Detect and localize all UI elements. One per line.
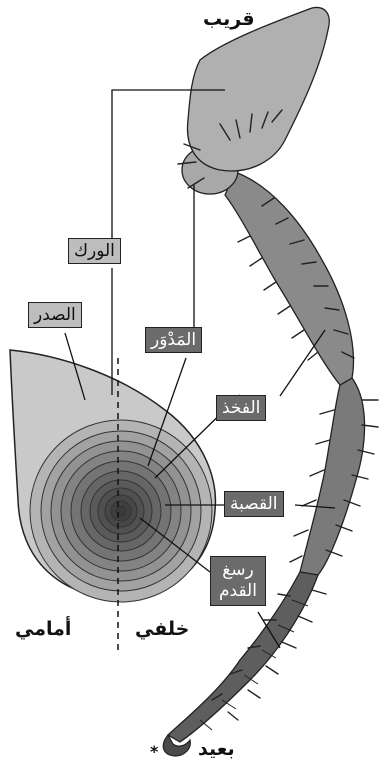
- tarsus-label: رسغ القدم: [210, 556, 266, 606]
- anterior-label: أمامي: [15, 618, 71, 640]
- femur-label: الفخذ: [216, 395, 266, 421]
- tarsus-label-line2: القدم: [219, 581, 257, 602]
- thorax-label: الصدر: [28, 302, 82, 328]
- femur-shape: [225, 172, 353, 385]
- concentric-rings: [30, 420, 212, 602]
- distal-label: بعيد: [198, 738, 235, 760]
- tibia-label: القصبة: [224, 491, 284, 517]
- claw-asterisk: *: [150, 742, 158, 761]
- coxa-shape: [187, 7, 329, 171]
- coxa-label: الورك: [68, 238, 121, 264]
- posterior-label: خلفي: [135, 618, 189, 640]
- tarsus-label-line1: رسغ: [219, 560, 257, 581]
- trochanter-label: المَدْوَر: [145, 327, 202, 353]
- proximal-label: قريب: [203, 8, 255, 30]
